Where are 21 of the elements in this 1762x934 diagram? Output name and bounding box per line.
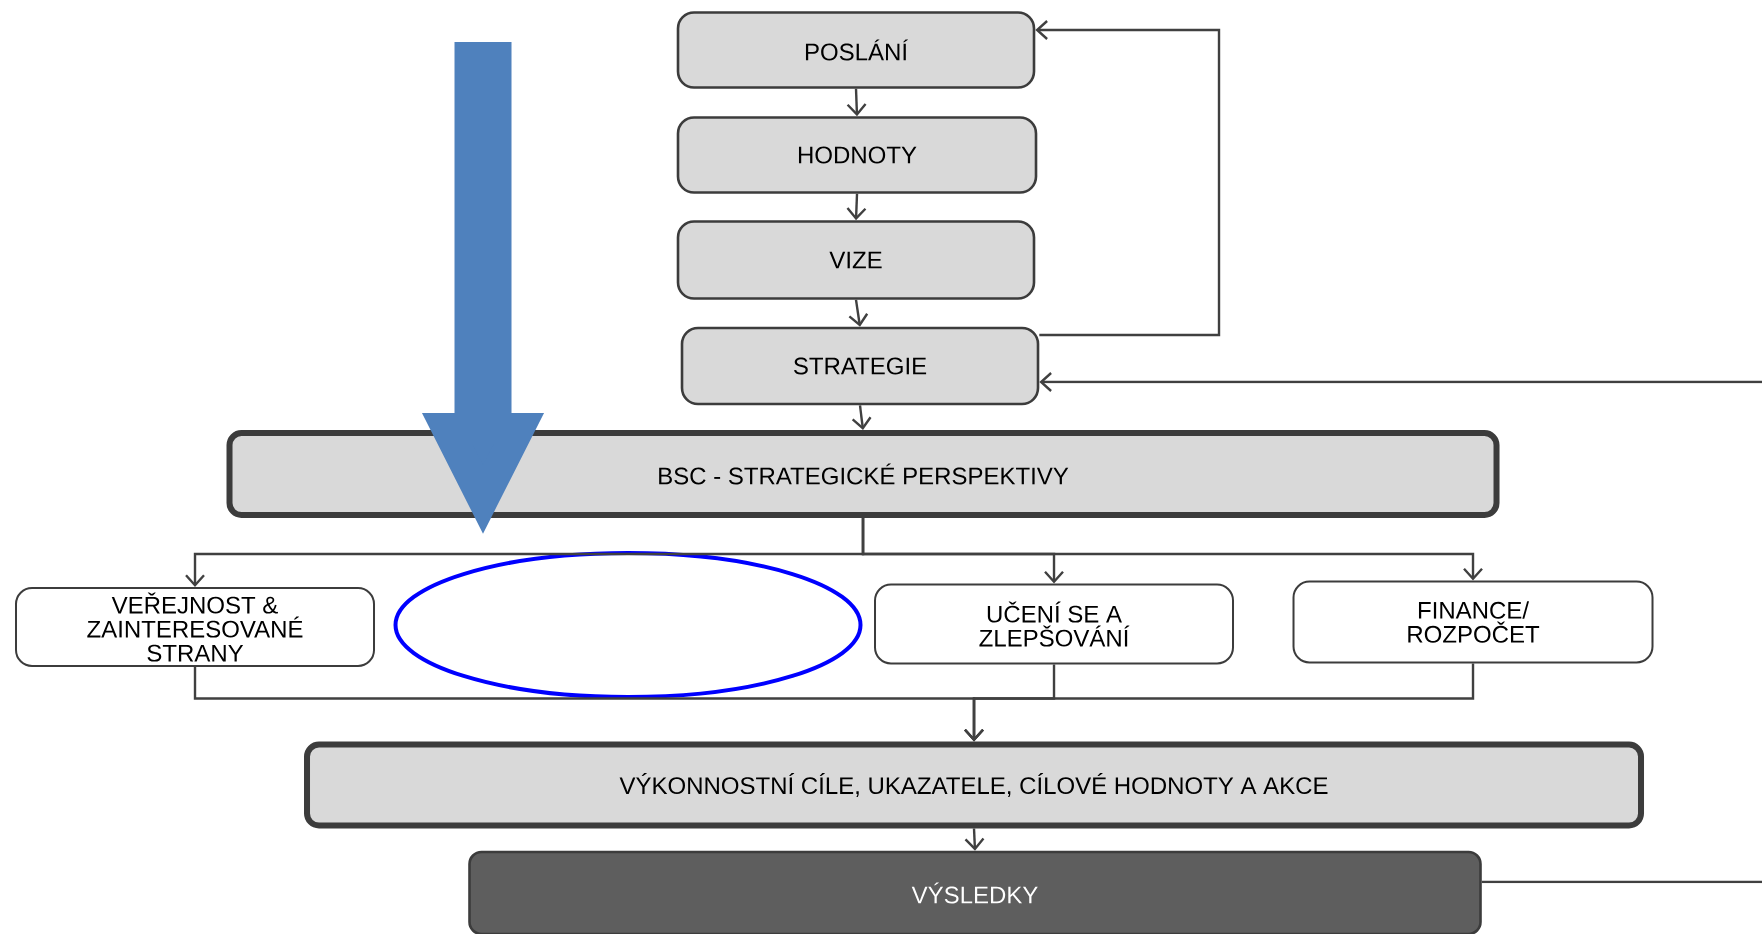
process-box: BSC - STRATEGICKÉ PERSPEKTIVY <box>226 430 1500 518</box>
arrow <box>1035 20 1221 337</box>
arrow <box>861 518 1483 581</box>
arrow <box>846 88 867 117</box>
arrow <box>964 663 1475 742</box>
process-box: HODNOTY <box>676 116 1038 194</box>
connector-line <box>1481 880 1762 884</box>
process-box: FINANCE/ ROZPOČET <box>1292 580 1654 664</box>
arrow <box>848 299 869 327</box>
process-box: POSLÁNÍ <box>676 11 1036 89</box>
process-box: STRATEGIE <box>680 326 1040 406</box>
blank-ellipse <box>393 551 863 699</box>
process-box: UČENÍ SE A ZLEPŠOVÁNÍ <box>874 583 1234 665</box>
arrow <box>964 828 985 851</box>
process-box: VÝKONNOSTNÍ CÍLE, UKAZATELE, CÍLOVÉ HODNOTY A AKCE <box>304 741 1644 829</box>
arrow <box>851 405 872 430</box>
arrow <box>846 193 867 221</box>
process-box: VEŘEJNOST & ZAINTERESOVANÉ STRANY <box>15 587 375 667</box>
process-box: VIZE <box>676 220 1036 300</box>
process-box: VÝSLEDKY <box>468 850 1482 934</box>
arrow <box>1039 372 1762 392</box>
